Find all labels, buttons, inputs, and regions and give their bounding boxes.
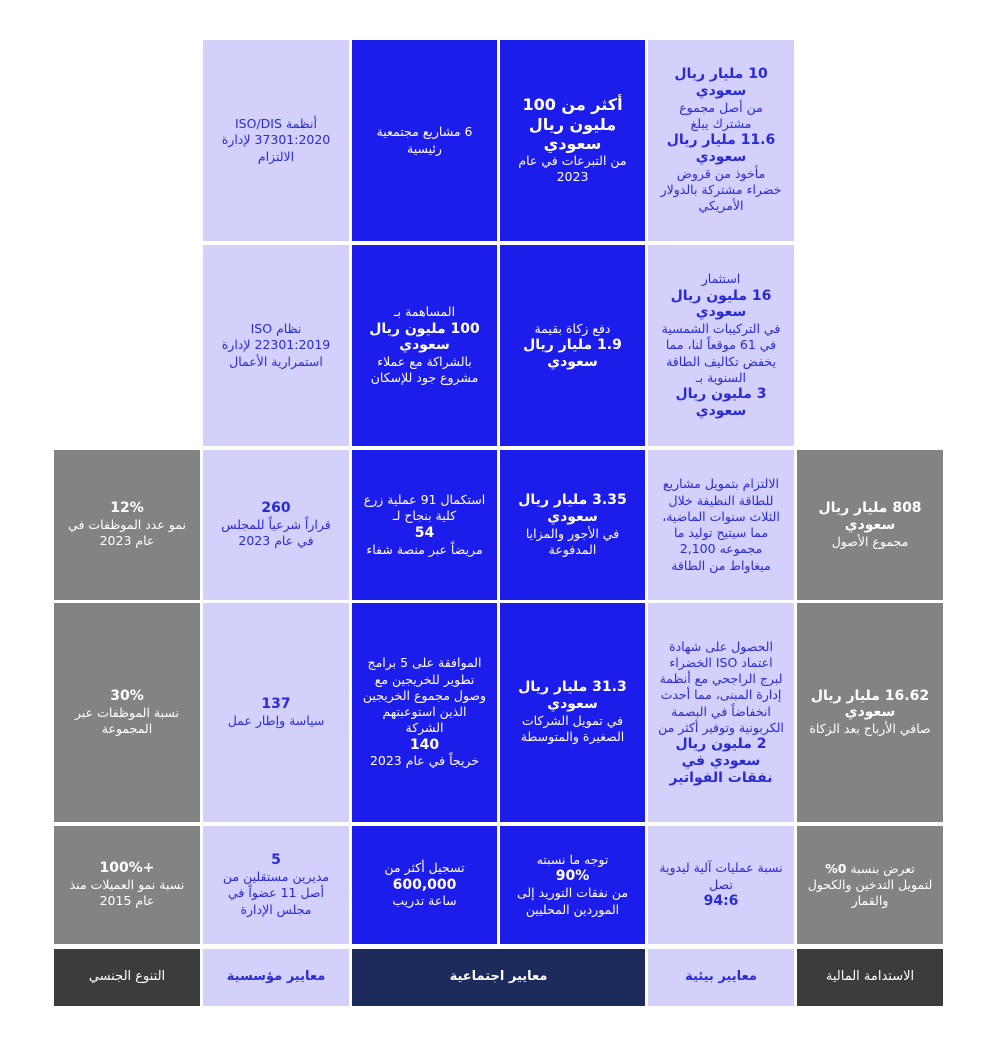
fin-stat-exposure: تعرض بنسبة 0% لتمويل التدخين والكحول وال…: [797, 826, 943, 944]
stat-text: في تمويل الشركات الصغيرة والمتوسطة: [520, 713, 625, 745]
stat-text: الالتزام بتمويل مشاريع للطاقة النظيفة خل…: [662, 476, 780, 573]
footer-governance: معايير مؤسسية: [203, 949, 349, 1006]
stat-text: قراراً شرعياً للمجلس في عام 2023: [221, 517, 331, 549]
stat-text: تعرض بنسبة 0%: [825, 861, 915, 877]
stat-value: 54: [414, 524, 435, 541]
stat-text: نظام ISO 22301:2019 لإدارة استمرارية الأ…: [221, 321, 331, 369]
stat-text: من أصل مجموع مشترك يبلغ: [679, 99, 763, 132]
stat-text: من التبرعات في عام 2023: [518, 153, 627, 185]
stat-text: خريجاً في عام 2023: [369, 753, 480, 769]
stat-text: تسجيل أكثر من: [384, 860, 465, 876]
stat-value: 31.3 مليار ريال سعودي: [518, 679, 627, 713]
stat-value: 140: [409, 736, 440, 753]
stat-text: استثمار: [701, 271, 741, 287]
stat-text: نسبة نمو العميلات منذ عام 2015: [69, 877, 185, 909]
stat-text: صافي الأرباح بعد الزكاة: [809, 721, 931, 737]
gov-stat-compliance-iso: أنظمة ISO/DIS 37301:2020 لإدارة الالتزام: [203, 40, 349, 241]
stat-text: نسبة عمليات آلية ليدوية تصل: [659, 860, 783, 892]
stat-value: 12%: [110, 500, 144, 517]
env-stat-clean-energy: الالتزام بتمويل مشاريع للطاقة النظيفة خل…: [648, 450, 794, 600]
div-stat-female-ratio: 30% نسبة الموظفات عبر المجموعة: [54, 603, 200, 822]
social-stat-wages: 3.35 مليار ريال سعودي في الأجور والمزايا…: [500, 450, 645, 600]
stat-value: 16.62 مليار ريال سعودي: [810, 687, 930, 721]
social-stat-local-suppliers: توجه ما نسبته 90% من نفقات التوريد إلى ا…: [500, 826, 645, 944]
social-stat-community-projects: 6 مشاريع مجتمعية رئيسية: [352, 40, 497, 241]
social-stat-sme: 31.3 مليار ريال سعودي في تمويل الشركات ا…: [500, 603, 645, 822]
stat-text: نسبة الموظفات عبر المجموعة: [75, 704, 179, 736]
stat-value: 11.6 مليار ريال سعودي: [666, 132, 776, 166]
stat-value: 100 مليون ريال سعودي: [369, 320, 480, 354]
stat-value: 2 مليون ريال سعودي في نفقات الفواتير: [669, 736, 773, 786]
stat-value: 600,000: [392, 876, 457, 893]
env-stat-solar: استثمار 16 مليون ريال سعودي في التركيبات…: [648, 245, 794, 446]
stat-text: أنظمة ISO/DIS 37301:2020 لإدارة الالتزام: [221, 116, 331, 164]
div-stat-female-growth: 12% نمو عدد الموظفات في عام 2023: [54, 450, 200, 600]
fin-stat-total-assets: 808 مليار ريال سعودي مجموع الأصول: [797, 450, 943, 600]
social-stat-donations: أكثر من 100 مليون ريال سعودي من التبرعات…: [500, 40, 645, 241]
div-stat-female-clients: +100% نسبة نمو العميلات منذ عام 2015: [54, 826, 200, 944]
stat-value: 808 مليار ريال سعودي: [818, 500, 922, 533]
stat-text: دفع زكاة بقيمة: [534, 320, 611, 336]
stat-value: 16 مليون ريال سعودي: [670, 287, 772, 321]
fin-stat-net-profit: 16.62 مليار ريال سعودي صافي الأرباح بعد …: [797, 603, 943, 822]
env-stat-green-building: الحصول على شهادة اعتماد ISO الخضراء لبرج…: [648, 603, 794, 822]
stat-text: الحصول على شهادة اعتماد ISO الخضراء لبرج…: [658, 638, 784, 735]
stat-value: 260: [261, 500, 291, 517]
gov-stat-continuity-iso: نظام ISO 22301:2019 لإدارة استمرارية الأ…: [203, 245, 349, 446]
stat-value: 5: [271, 852, 281, 869]
stat-value: 137: [261, 695, 291, 712]
stat-text: ساعة تدريب: [392, 893, 457, 909]
stat-text: لتمويل التدخين والكحول والقمار: [807, 876, 933, 909]
stat-text: من نفقات التوريد إلى الموردين المحليين: [516, 885, 629, 917]
stat-text: المساهمة بـ: [393, 304, 456, 320]
stat-text: مديرين مستقلين من أصل 11 عضواً في مجلس ا…: [222, 869, 330, 917]
stat-value: 0%: [825, 860, 847, 876]
env-stat-green-loans: 10 مليار ريال سعودي من أصل مجموع مشترك ي…: [648, 40, 794, 241]
social-stat-graduates: الموافقة على 5 برامج تطوير للخريجين مع و…: [352, 603, 497, 822]
footer-environmental: معايير بيئية: [648, 949, 794, 1006]
footer-financial: الاستدامة المالية: [797, 949, 943, 1006]
stat-value: 30%: [110, 687, 144, 704]
social-stat-training: تسجيل أكثر من 600,000 ساعة تدريب: [352, 826, 497, 944]
stat-text: نمو عدد الموظفات في عام 2023: [68, 517, 186, 549]
stat-text: في الأجور والمزايا المدفوعة: [525, 525, 620, 557]
stat-value: 94:6: [703, 892, 739, 909]
social-stat-zakat: دفع زكاة بقيمة 1.9 مليار ريال سعودي: [500, 245, 645, 446]
stat-text: الموافقة على 5 برامج تطوير للخريجين مع و…: [362, 655, 487, 736]
stat-text: 6 مشاريع مجتمعية رئيسية: [376, 124, 473, 156]
gov-stat-independent-directors: 5 مديرين مستقلين من أصل 11 عضواً في مجلس…: [203, 826, 349, 944]
stat-text: تعرض بنسبة: [850, 860, 915, 876]
stat-value: 90%: [555, 868, 590, 885]
stat-value: 1.9 مليار ريال سعودي: [523, 336, 622, 370]
stat-text: توجه ما نسبته: [536, 852, 609, 868]
stat-text: استكمال 91 عملية زرع كلية بنجاح لـ: [363, 492, 486, 524]
stat-value: +100%: [99, 860, 155, 877]
footer-social: معايير اجتماعية: [352, 949, 645, 1006]
stat-value: 3.35 مليار ريال سعودي: [518, 491, 627, 525]
stat-text: بالشراكة مع عملاء مشروع جود للإسكان: [370, 354, 479, 386]
stat-value: 3 مليون ريال سعودي: [675, 386, 767, 419]
social-stat-housing: المساهمة بـ 100 مليون ريال سعودي بالشراك…: [352, 245, 497, 446]
footer-diversity: التنوع الجنسي: [54, 949, 200, 1006]
stat-value: 10 مليار ريال سعودي: [674, 66, 768, 100]
stat-text: مريضاً عبر منصة شفاء: [366, 541, 483, 557]
gov-stat-policies: 137 سياسة وإطار عمل: [203, 603, 349, 822]
stat-value: أكثر من 100 مليون ريال سعودي: [522, 95, 623, 153]
stat-text: سياسة وإطار عمل: [227, 712, 325, 728]
stat-text: مجموع الأصول: [831, 533, 909, 549]
social-stat-kidney: استكمال 91 عملية زرع كلية بنجاح لـ 54 مر…: [352, 450, 497, 600]
env-stat-automation: نسبة عمليات آلية ليدوية تصل 94:6: [648, 826, 794, 944]
gov-stat-sharia: 260 قراراً شرعياً للمجلس في عام 2023: [203, 450, 349, 600]
stat-text: مأخوذ من قروض خضراء مشتركة بالدولار الأم…: [660, 165, 782, 214]
stat-text: في التركيبات الشمسية في 61 موقعاً لنا، م…: [661, 321, 781, 385]
